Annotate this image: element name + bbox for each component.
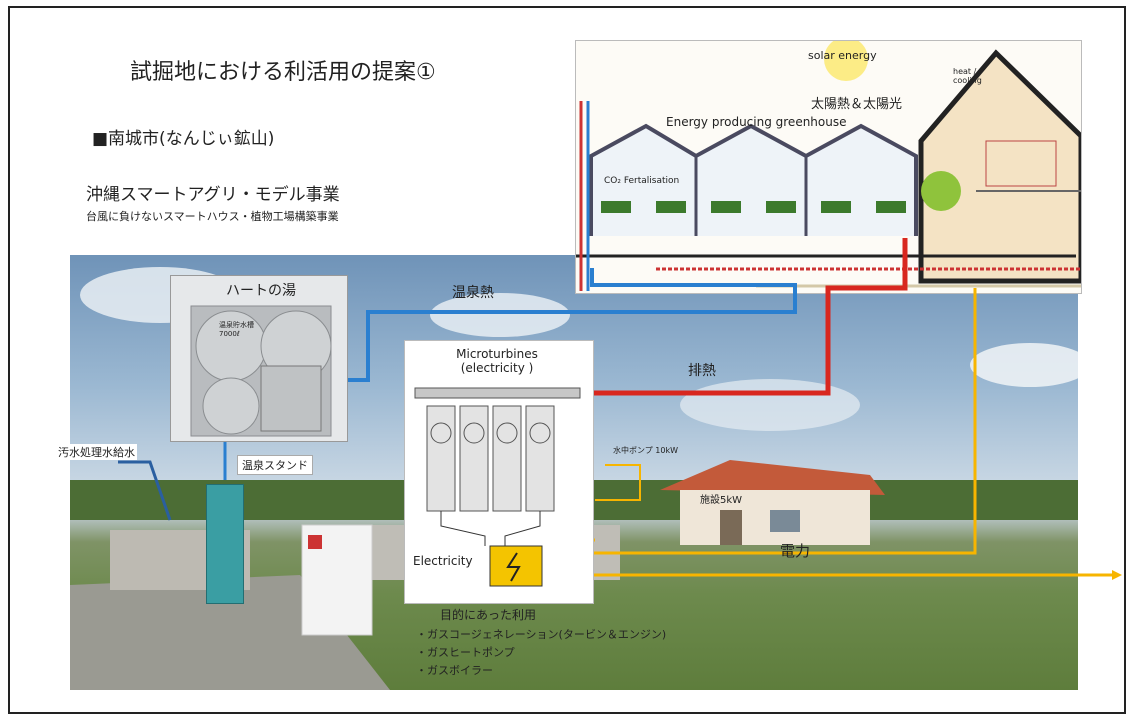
hot-spring-stand bbox=[206, 484, 244, 604]
solar-heat-light-label: 太陽熱＆太陽光 bbox=[811, 97, 903, 112]
solar-energy-label: solar energy bbox=[808, 49, 877, 62]
tank-drawing bbox=[190, 305, 332, 437]
location-label: ■南城市(なんじぃ鉱山) bbox=[92, 129, 275, 149]
waste-heat-label: 排熱 bbox=[688, 363, 716, 379]
uses-heading: 目的にあった利用 bbox=[440, 608, 537, 622]
submersible-pump-label: 水中ポンプ 10kW bbox=[613, 446, 679, 455]
sewage-water-label: 汚水処理水給水 bbox=[56, 444, 137, 460]
microturbine-panel: Microturbines (electricity ) Electricity bbox=[404, 340, 594, 604]
electricity-label: Electricity bbox=[413, 554, 473, 568]
project-subtitle: 台風に負けないスマートハウス・植物工場構築事業 bbox=[86, 210, 339, 223]
hot-spring-stand-label: 温泉スタンド bbox=[237, 455, 313, 475]
project-title: 沖縄スマートアグリ・モデル事業 bbox=[86, 185, 340, 205]
uses-item-3: ・ガスボイラー bbox=[416, 664, 493, 677]
uses-item-1: ・ガスコージェネレーション(タービン＆エンジン) bbox=[416, 628, 667, 641]
uses-item-2: ・ガスヒートポンプ bbox=[416, 646, 515, 659]
hot-spring-heat-label: 温泉熱 bbox=[452, 285, 494, 301]
microturbines-label: Microturbines (electricity ) bbox=[456, 347, 538, 375]
tank-label: 温泉貯水槽 7000ℓ bbox=[219, 321, 254, 338]
facility-label: 施設5kW bbox=[700, 495, 743, 506]
greenhouse-drawing bbox=[576, 41, 1081, 293]
slide-title: 試掘地における利活用の提案① bbox=[130, 60, 436, 85]
greenhouse-illustration: solar energy 太陽熱＆太陽光 Energy producing gr… bbox=[575, 40, 1082, 294]
heat-cooling-label: heat / cooling bbox=[953, 67, 982, 85]
heart-no-yu-panel: ハートの湯 温泉貯水槽 7000ℓ bbox=[170, 275, 348, 442]
greenhouse-label: Energy producing greenhouse bbox=[666, 115, 847, 129]
co2-label: CO₂ Fertalisation bbox=[604, 176, 680, 186]
power-label: 電力 bbox=[780, 542, 811, 560]
microturbine-drawing bbox=[414, 387, 581, 587]
heart-no-yu-label: ハートの湯 bbox=[226, 283, 296, 299]
